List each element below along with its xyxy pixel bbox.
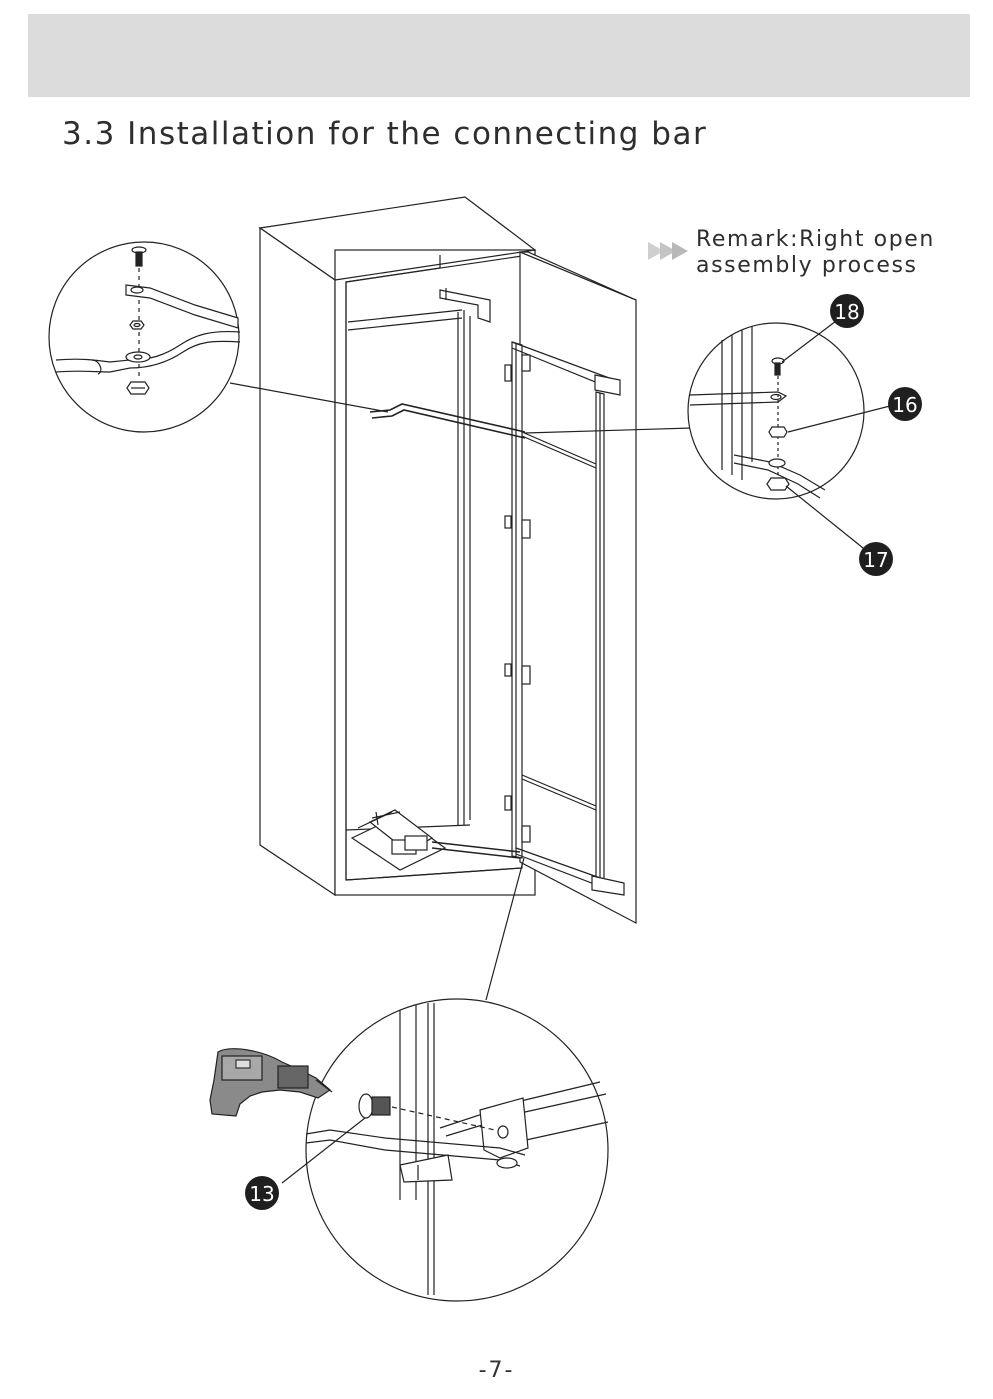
callout-17: 17	[859, 542, 893, 576]
remark-line-2: assembly process	[696, 253, 918, 278]
leader-line-top-left	[229, 382, 389, 413]
callout-16: 16	[888, 387, 922, 421]
detail-circle-top-left	[48, 241, 241, 433]
header-band	[28, 14, 970, 97]
page-number: -7-	[478, 1358, 515, 1383]
svg-text:18: 18	[834, 300, 859, 324]
nut-icon	[126, 381, 150, 395]
callout-13: 13	[245, 1176, 279, 1210]
drill-icon	[209, 1048, 333, 1117]
nut-icon	[766, 477, 790, 491]
detail-circle-bottom	[281, 998, 609, 1302]
svg-text:17: 17	[863, 548, 888, 572]
leader-line-top-right	[524, 427, 693, 434]
washer-icon	[129, 320, 145, 330]
connecting-bar-bottom	[431, 841, 521, 859]
double-arrow-icon	[648, 242, 688, 260]
cabinet	[258, 196, 537, 897]
pullout-frame	[347, 288, 491, 871]
callout-18: 18	[830, 294, 864, 328]
cabinet-door	[504, 251, 637, 924]
svg-text:16: 16	[892, 393, 917, 417]
screw-icon	[131, 246, 147, 267]
washer-icon	[768, 426, 788, 438]
leader-line-bottom	[485, 857, 525, 1001]
svg-text:13: 13	[249, 1182, 274, 1206]
screw-icon	[358, 1093, 391, 1119]
remark-line-1: Remark:Right open	[696, 227, 935, 252]
detail-circle-top-right	[687, 317, 891, 553]
section-title: 3.3 Installation for the connecting bar	[62, 116, 708, 152]
remark-note: Remark:Right open assembly process	[696, 227, 935, 279]
